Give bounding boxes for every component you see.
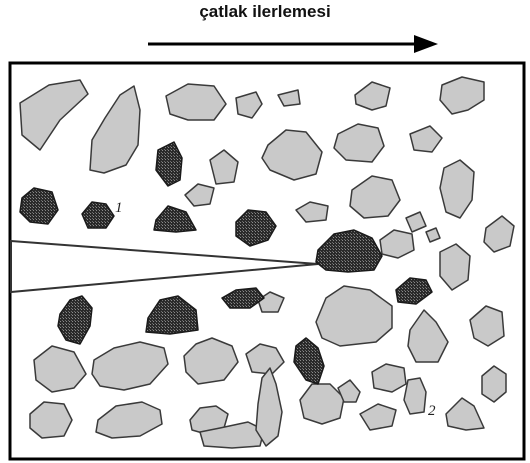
particle bbox=[404, 378, 426, 414]
direction-arrow bbox=[148, 35, 438, 53]
particle-label-2: 2 bbox=[428, 403, 436, 419]
particle-label-1: 1 bbox=[115, 200, 123, 216]
